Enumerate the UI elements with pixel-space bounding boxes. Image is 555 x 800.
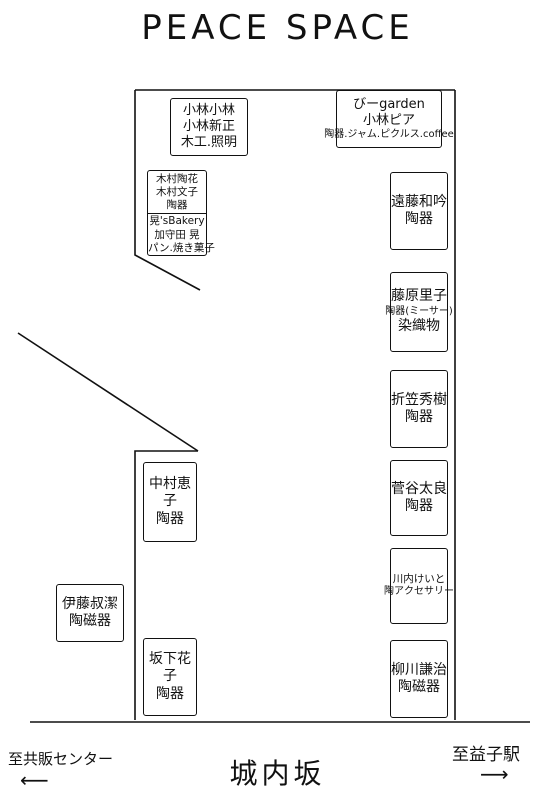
- venue-boundary-line: [134, 90, 201, 291]
- booth-nakamura: 中村恵子 陶器: [143, 462, 197, 542]
- booth-kobayashi: 小林小林 小林新正 木工.照明: [170, 98, 248, 156]
- booth-origasa: 折笠秀樹 陶器: [390, 370, 448, 448]
- street-name: 城内坂: [229, 757, 326, 790]
- arrow-left-icon: ⟵: [20, 768, 49, 792]
- booth-sugaya: 菅谷太良 陶器: [390, 460, 448, 536]
- booth-fujiwara: 藤原里子 陶器(ミーサー) 染織物: [385, 272, 453, 352]
- direction-left-label: 至共販センター: [8, 750, 114, 768]
- booth-ito: 伊藤叔潔 陶磁器: [56, 584, 124, 642]
- booth-kimura-bakery: 木村陶花 木村文子 陶器 晃'sBakery 加守田 晃 パン.焼き菓子: [147, 170, 215, 256]
- venue-diagonal-wall: [17, 332, 199, 452]
- booth-bgarden: びーgarden 小林ピア 陶器.ジャム.ピクルス.coffee: [324, 90, 454, 148]
- arrow-right-icon: ⟶: [480, 762, 509, 786]
- map-title: PEACE SPACE: [141, 8, 414, 48]
- booth-sakashita: 坂下花子 陶器: [143, 638, 197, 716]
- booth-endo: 遠藤和吟 陶器: [390, 172, 448, 250]
- booth-yanagawa: 柳川謙治 陶磁器: [390, 640, 448, 718]
- booth-kawauchi: 川内けいと 陶アクセサリー: [384, 548, 454, 624]
- venue-lower-left-wall: [134, 450, 198, 720]
- direction-right-label: 至益子駅: [452, 745, 520, 765]
